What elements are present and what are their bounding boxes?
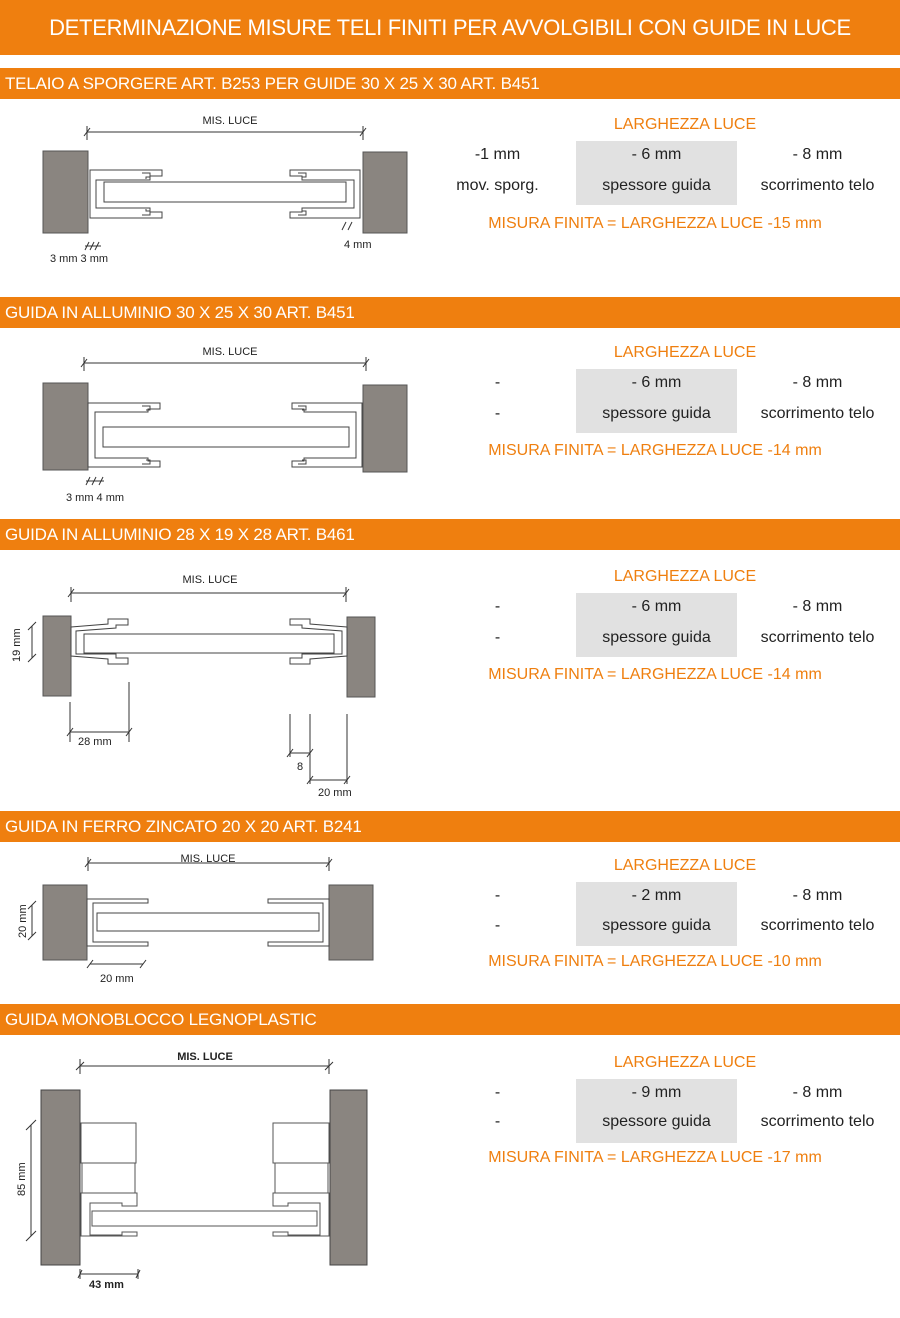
mis-luce-label: MIS. LUCE	[202, 346, 257, 358]
result-formula: MISURA FINITA = LARGHEZZA LUCE -10 mm	[488, 953, 822, 970]
page-title: DETERMINAZIONE MISURE TELI FINITI PER AV…	[0, 0, 900, 55]
col2-label: spessore guida	[602, 629, 711, 646]
wall-right	[329, 1089, 368, 1266]
col3-label: scorrimento telo	[760, 405, 875, 422]
heading-larghezza-luce: LARGHEZZA LUCE	[613, 857, 757, 874]
col3-value: - 8 mm	[792, 374, 843, 391]
dim-label: 85 mm	[16, 1162, 28, 1196]
col2-label: spessore guida	[602, 405, 711, 422]
result-formula: MISURA FINITA = LARGHEZZA LUCE -17 mm	[488, 1149, 822, 1166]
col1-label: mov. sporg.	[456, 177, 539, 194]
wall-left	[42, 884, 88, 961]
col3-value: - 8 mm	[792, 1084, 843, 1101]
dim-label: 43 mm	[89, 1279, 124, 1291]
section-header-4: GUIDA IN FERRO ZINCATO 20 X 20 ART. B241	[0, 811, 900, 842]
col1-value: -	[494, 887, 501, 904]
col2-value: - 6 mm	[631, 598, 682, 615]
heading-larghezza-luce: LARGHEZZA LUCE	[613, 1054, 757, 1071]
gray-box	[576, 141, 737, 205]
dim-label: 20 mm	[17, 904, 29, 938]
section-header-2: GUIDA IN ALLUMINIO 30 X 25 X 30 ART. B45…	[0, 297, 900, 328]
col3-label: scorrimento telo	[760, 917, 875, 934]
col2-label: spessore guida	[602, 177, 711, 194]
result-formula: MISURA FINITA = LARGHEZZA LUCE -15 mm	[488, 215, 822, 232]
result-formula: MISURA FINITA = LARGHEZZA LUCE -14 mm	[488, 666, 822, 683]
wall-right	[346, 616, 376, 698]
col3-label: scorrimento telo	[760, 629, 875, 646]
gray-box	[576, 593, 737, 657]
wall-left	[42, 150, 89, 234]
mis-luce-label: MIS. LUCE	[182, 574, 237, 586]
col1-label: -	[494, 405, 501, 422]
wall-left	[42, 615, 72, 697]
col3-value: - 8 mm	[792, 598, 843, 615]
dim-label: 4 mm	[344, 239, 372, 251]
dim-label: 3 mm 4 mm	[66, 492, 124, 504]
diagram-section-2: MIS. LUCE 3 mm 4 mm	[0, 330, 430, 510]
col1-label: -	[494, 917, 501, 934]
col2-value: - 2 mm	[631, 887, 682, 904]
col3-label: scorrimento telo	[760, 177, 875, 194]
dim-label: 20 mm	[100, 973, 134, 985]
col1-value: -1 mm	[474, 146, 521, 163]
gray-box	[576, 882, 737, 946]
dim-label: 19 mm	[11, 628, 23, 662]
section-header-1: TELAIO A SPORGERE ART. B253 PER GUIDE 30…	[0, 68, 900, 99]
mis-luce-label: MIS. LUCE	[177, 1051, 233, 1063]
col2-value: - 6 mm	[631, 146, 682, 163]
section-header-3: GUIDA IN ALLUMINIO 28 X 19 X 28 ART. B46…	[0, 519, 900, 550]
wall-left	[40, 1089, 81, 1266]
gray-box	[576, 369, 737, 433]
col2-value: - 9 mm	[631, 1084, 682, 1101]
diagram-section-5: MIS. LUCE 85 mm 43 mm	[0, 1036, 430, 1318]
heading-larghezza-luce: LARGHEZZA LUCE	[613, 568, 757, 585]
col1-value: -	[494, 374, 501, 391]
wall-left	[42, 382, 89, 471]
diagram-section-3: MIS. LUCE 19 mm 28 mm 8 20 mm	[0, 552, 430, 802]
section-header-5: GUIDA MONOBLOCCO LEGNOPLASTIC	[0, 1004, 900, 1035]
heading-larghezza-luce: LARGHEZZA LUCE	[613, 116, 757, 133]
diagram-section-4: MIS. LUCE 20 mm 20 mm	[0, 843, 430, 993]
dim-label: 28 mm	[78, 736, 112, 748]
col3-value: - 8 mm	[792, 146, 843, 163]
mis-luce-label: MIS. LUCE	[202, 115, 257, 127]
col2-label: spessore guida	[602, 917, 711, 934]
wall-right	[328, 884, 374, 961]
col1-value: -	[494, 598, 501, 615]
mis-luce-label: MIS. LUCE	[180, 853, 235, 865]
diagram-section-1: MIS. LUCE 3 mm 3 mm 4 mm	[0, 100, 430, 280]
dim-label: 20 mm	[318, 787, 352, 799]
wall-right	[362, 151, 408, 234]
heading-larghezza-luce: LARGHEZZA LUCE	[613, 344, 757, 361]
wall-right	[362, 384, 408, 473]
col2-value: - 6 mm	[631, 374, 682, 391]
dim-label: 8	[297, 761, 303, 773]
col1-label: -	[494, 1113, 501, 1130]
col3-value: - 8 mm	[792, 887, 843, 904]
gray-box	[576, 1079, 737, 1143]
dim-label: 3 mm 3 mm	[50, 253, 108, 265]
col1-label: -	[494, 629, 501, 646]
col1-value: -	[494, 1084, 501, 1101]
col3-label: scorrimento telo	[760, 1113, 875, 1130]
result-formula: MISURA FINITA = LARGHEZZA LUCE -14 mm	[488, 442, 822, 459]
col2-label: spessore guida	[602, 1113, 711, 1130]
